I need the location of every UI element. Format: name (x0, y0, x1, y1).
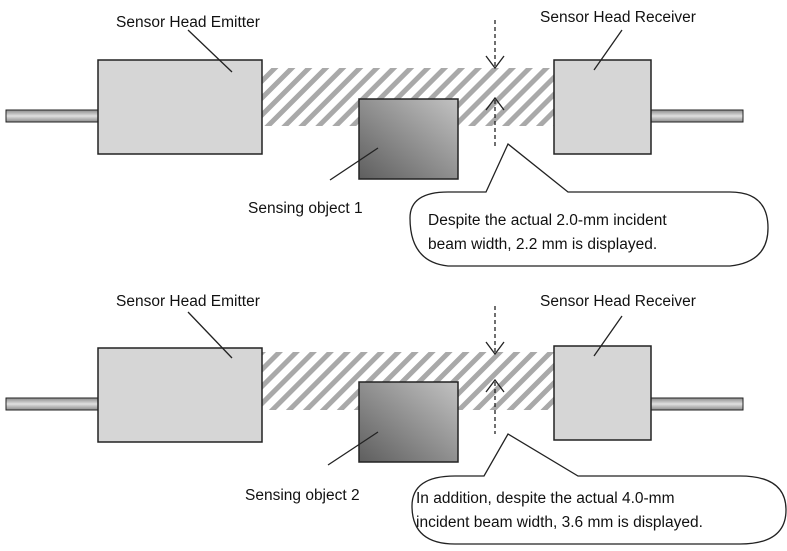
emitter-cable (5, 109, 99, 123)
sensing-object-label: Sensing object 1 (248, 200, 363, 217)
sensor-head-receiver (553, 59, 652, 155)
sensor-head-emitter (97, 59, 263, 155)
diagram-1: Sensor Head Emitter Sensor Head Receiver… (5, 9, 769, 267)
callout-text-line-1: In addition, despite the actual 4.0-mm (416, 490, 674, 507)
emitter-leader-line (187, 29, 233, 73)
sensor-head-emitter (97, 347, 263, 443)
object-leader-line (327, 431, 379, 466)
receiver-label: Sensor Head Receiver (540, 9, 696, 26)
callout-text-line-2: beam width, 2.2 mm is displayed. (428, 236, 657, 253)
receiver-cable (650, 397, 744, 411)
beam-width-arrows (485, 20, 505, 148)
sensing-object-label: Sensing object 2 (245, 487, 360, 504)
callout-bubble (409, 142, 769, 267)
receiver-cable (650, 109, 744, 123)
receiver-leader-line (593, 315, 623, 357)
emitter-cable (5, 397, 99, 411)
sensing-object (358, 381, 459, 463)
sensor-head-receiver (553, 345, 652, 441)
sensing-object (358, 98, 459, 180)
receiver-label: Sensor Head Receiver (540, 293, 696, 310)
emitter-leader-line (187, 311, 233, 359)
callout-text-line-2: incident beam width, 3.6 mm is displayed… (416, 514, 703, 531)
diagram-2: Sensor Head Emitter Sensor Head Receiver… (5, 293, 787, 545)
beam-width-arrows (485, 306, 505, 434)
receiver-leader-line (593, 29, 623, 71)
callout-text-line-1: Despite the actual 2.0-mm incident (428, 212, 667, 229)
emitter-label: Sensor Head Emitter (116, 293, 260, 310)
emitter-label: Sensor Head Emitter (116, 14, 260, 31)
object-leader-line (329, 147, 379, 181)
callout-bubble (411, 433, 787, 545)
